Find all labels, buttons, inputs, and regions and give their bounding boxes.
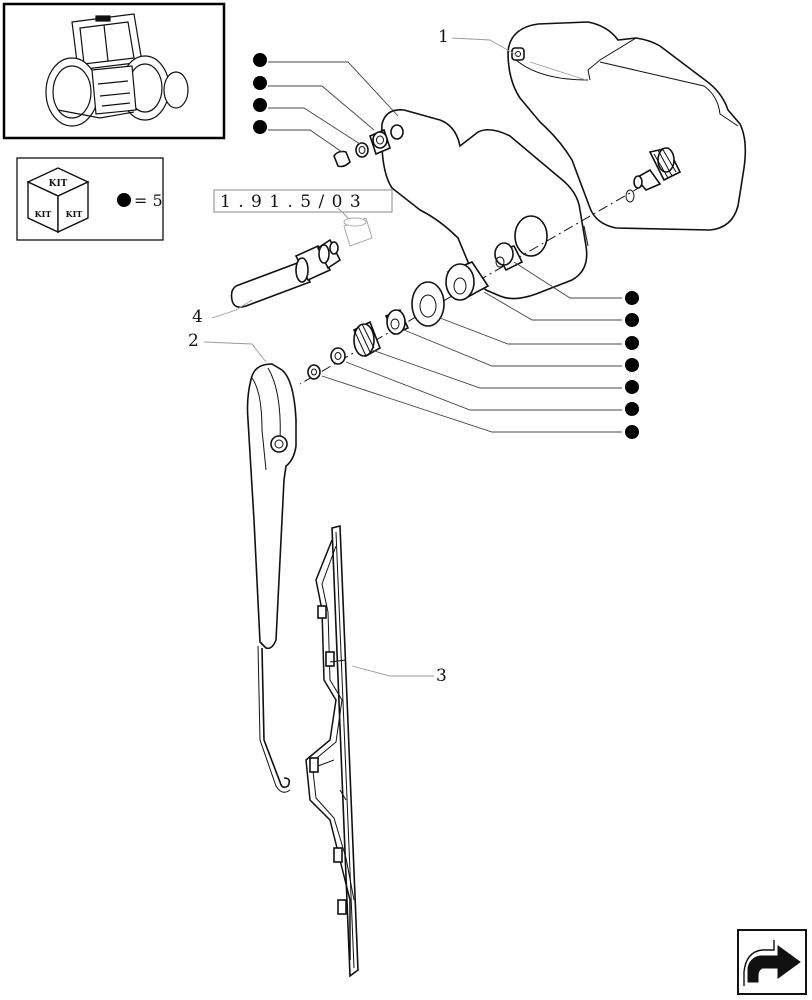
filled-dot-icon <box>625 358 639 372</box>
next-page-button[interactable] <box>737 929 807 995</box>
filled-dot-icon <box>253 120 267 134</box>
wiper-arm[interactable] <box>246 363 297 793</box>
shaft-stack <box>307 242 524 380</box>
tractor-rear-view-icon <box>45 13 189 127</box>
callout-3: 3 <box>436 666 447 686</box>
kit-label-top: KIT <box>49 179 68 189</box>
kit-cube-icon: KIT KIT KIT <box>26 167 90 234</box>
kit-label-right: KIT <box>66 209 83 219</box>
callout-1: 1 <box>438 27 449 47</box>
kit-markers-right <box>625 291 639 439</box>
kit-label-left: KIT <box>35 209 52 219</box>
reference-code-text: 1 . 9 1 . 5 / 0 3 <box>220 192 362 212</box>
next-page-arrow-icon <box>743 940 801 986</box>
wiper-blade[interactable] <box>305 524 359 978</box>
kit-equals-five: = 5 <box>134 191 163 210</box>
filled-dot-icon <box>625 313 639 327</box>
reference-sleeve <box>337 207 373 247</box>
spindle[interactable] <box>230 238 342 308</box>
filled-dot-icon <box>253 53 267 67</box>
upper-fasteners <box>333 128 391 168</box>
tractor-thumbnail[interactable] <box>2 2 226 140</box>
kit-legend: KIT KIT KIT = 5 <box>16 157 164 241</box>
filled-dot-icon <box>117 193 131 207</box>
filled-dot-icon <box>253 98 267 112</box>
filled-dot-icon <box>625 425 639 439</box>
filled-dot-icon <box>625 402 639 416</box>
reference-code-box[interactable]: 1 . 9 1 . 5 / 0 3 <box>213 189 393 213</box>
filled-dot-icon <box>625 380 639 394</box>
filled-dot-icon <box>625 291 639 305</box>
mounting-bracket[interactable] <box>380 108 589 300</box>
kit-markers-left <box>253 53 267 134</box>
leader-lines <box>203 37 622 677</box>
filled-dot-icon <box>625 336 639 350</box>
callout-4: 4 <box>192 307 203 327</box>
callout-2: 2 <box>188 331 199 351</box>
filled-dot-icon <box>253 76 267 90</box>
